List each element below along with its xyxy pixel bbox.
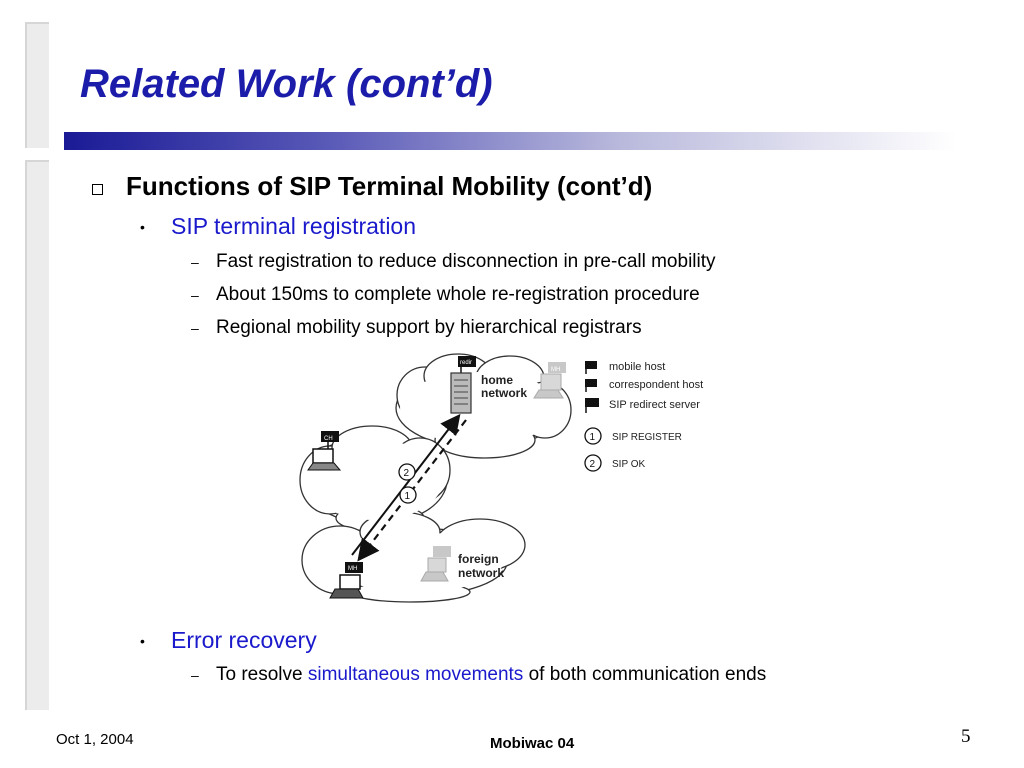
legend-register-circle-icon [584,427,602,445]
item-prefix: To resolve [216,664,308,685]
list-item: Regional mobility support by hierarchica… [216,317,642,338]
sip-register-arrow [351,413,461,556]
bullet-dot-icon: • [140,633,145,649]
legend-redirect-server-icon [585,398,599,413]
legend-correspondent-host: correspondent host [609,379,703,391]
dash-bullet-icon: – [191,254,199,270]
home-network-label: home [481,373,513,387]
title-underline [64,132,956,150]
home-network-label: network [481,386,527,400]
frame-bar-bottom [25,160,49,710]
mh-tag: MH [348,566,357,572]
legend-ok-num: 2 [590,459,596,470]
redir-tag: redir [460,360,472,366]
section-label-error-recovery: Error recovery [171,627,317,653]
item-suffix: of both communication ends [523,664,767,685]
square-bullet-icon [92,184,103,195]
step-2-label: 2 [404,468,410,479]
foreign-network-label: foreign [458,552,499,566]
mobile-host-icon [329,562,364,599]
section-label-registration: SIP terminal registration [171,213,417,239]
legend-register-num: 1 [590,432,596,443]
list-item: About 150ms to complete whole re-registr… [216,284,700,305]
dash-bullet-icon: – [191,667,199,683]
step-1-circle-icon [399,486,417,504]
correspondent-host-icon [307,431,342,471]
dash-bullet-icon: – [191,287,199,303]
slide-title: Related Work (cont’d) [80,62,493,106]
page-number: 5 [961,726,971,747]
dash-bullet-icon: – [191,320,199,336]
footer-date: Oct 1, 2004 [56,731,134,748]
mh-tag: MH [551,367,560,373]
legend-mobile-host-icon [585,361,597,374]
legend-sip-register: SIP REGISTER [612,432,682,443]
step-1-label: 1 [405,491,411,502]
frame-bar-top [25,22,49,148]
legend-mobile-host: mobile host [609,361,665,373]
redirect-server-icon [450,356,476,414]
foreign-network-label: network [458,566,504,580]
bullet-dot-icon: • [140,219,145,235]
ch-tag: CH [324,436,333,442]
legend-ok-circle-icon [584,454,602,472]
list-item: To resolve simultaneous movements of bot… [216,664,766,686]
step-2-circle-icon [398,463,416,481]
main-heading: Functions of SIP Terminal Mobility (cont… [126,171,653,201]
diagram-legend: mobile host correspondent host SIP redir… [584,361,703,472]
list-item: Fast registration to reduce disconnectio… [216,251,716,272]
previous-mobile-host-icon [533,362,566,399]
highlight-simultaneous-movements: simultaneous movements [307,664,524,685]
legend-redirect-server: SIP redirect server [609,399,700,411]
legend-sip-ok: SIP OK [612,459,645,470]
legend-correspondent-host-icon [585,379,597,392]
ghost-mobile-host-icon [420,546,451,582]
footer-conference: Mobiwac 04 [490,735,575,752]
